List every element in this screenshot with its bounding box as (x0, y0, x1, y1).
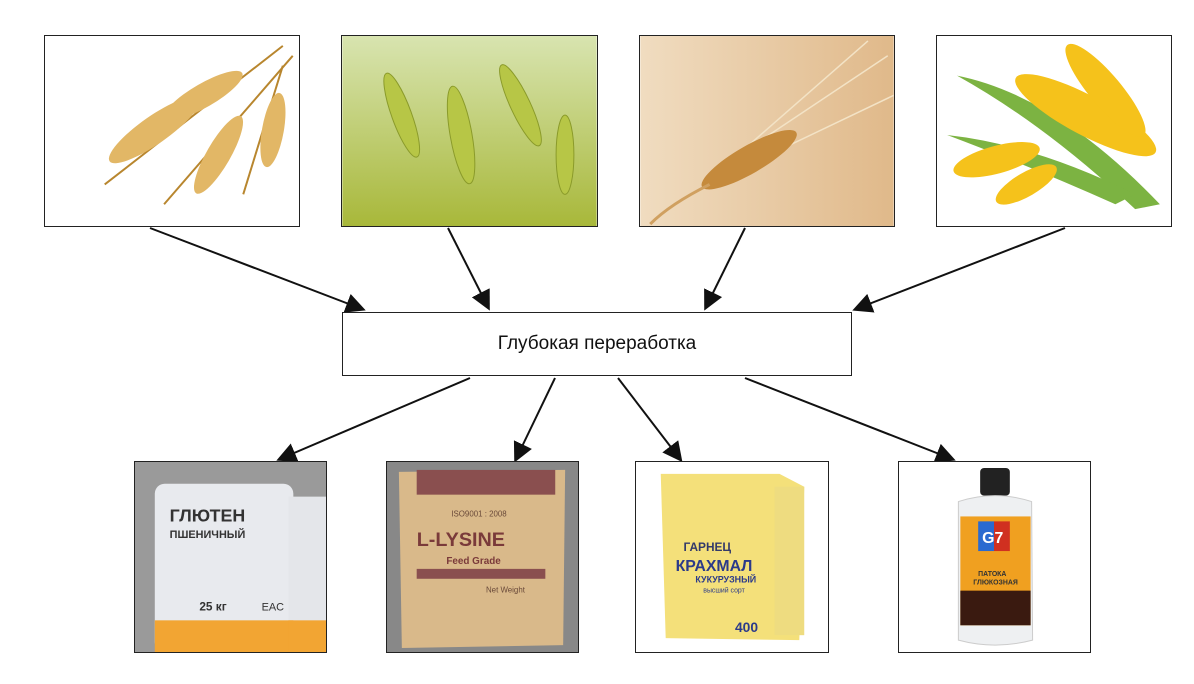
gluten-mark: EAC (262, 601, 285, 613)
arrow-barley-to-processing (704, 227, 746, 311)
deep-processing-node: Глубокая переработка (342, 312, 852, 376)
gluten-subtitle: ПШЕНИЧНЫЙ (170, 528, 246, 541)
arrow-processing-to-starch (617, 377, 683, 463)
wheat-gluten-bag-image: ГЛЮТЕН ПШЕНИЧНЫЙ 25 кг EAC (134, 461, 327, 653)
syrup-brand: G7 (982, 530, 1003, 547)
gluten-weight: 25 кг (199, 599, 226, 613)
glucose-syrup-bottle-image: G7 ПАТОКА ГЛЮКОЗНАЯ (898, 461, 1091, 653)
starch-grade: высший сорт (703, 587, 745, 595)
arrow-processing-to-lysine (513, 377, 556, 463)
lysine-subtitle: Feed Grade (446, 556, 501, 567)
lysine-weight: Net Weight (486, 586, 526, 595)
starch-title: КРАХМАЛ (676, 558, 753, 575)
green-wheat-field-image (341, 35, 598, 227)
lysine-title: L-LYSINE (417, 529, 505, 551)
arrow-corn-to-processing (852, 227, 1066, 313)
arrow-wheat-to-processing (149, 227, 366, 313)
deep-processing-label: Глубокая переработка (497, 333, 697, 354)
syrup-subtitle: ГЛЮКОЗНАЯ (973, 580, 1018, 587)
barley-ear-image (639, 35, 895, 227)
starch-subtitle: КУКУРУЗНЫЙ (695, 574, 756, 585)
l-lysine-bag-image: ISO9001 : 2008 L-LYSINE Feed Grade Net W… (386, 461, 579, 653)
corn-cobs-image (936, 35, 1172, 227)
wheat-ears-image (44, 35, 300, 227)
gluten-title: ГЛЮТЕН (170, 505, 246, 525)
arrow-field-to-processing (447, 227, 490, 311)
arrow-processing-to-gluten (276, 377, 471, 462)
syrup-title: ПАТОКА (978, 571, 1006, 578)
corn-starch-pack-image: ГАРНЕЦ КРАХМАЛ КУКУРУЗНЫЙ высший сорт 40… (635, 461, 829, 653)
lysine-cert: ISO9001 : 2008 (451, 509, 507, 518)
starch-weight: 400 (735, 619, 758, 635)
arrow-processing-to-syrup (744, 377, 956, 463)
starch-brand: ГАРНЕЦ (684, 540, 732, 554)
